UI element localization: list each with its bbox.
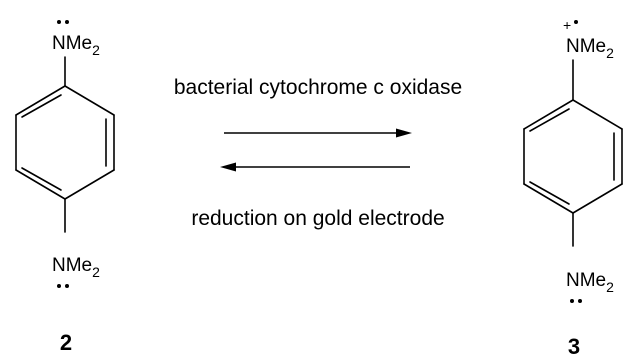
- compound-number-3: 3: [568, 334, 580, 358]
- equilibrium-arrows: bacterial cytochrome c oxidase reduction…: [174, 76, 462, 230]
- bottom-lone-pair-dots: [57, 284, 69, 288]
- compound-number-2: 2: [60, 330, 72, 355]
- top-amine-group: NMe2: [566, 36, 614, 61]
- top-lone-pair-dots: [57, 20, 69, 24]
- positive-charge: +: [563, 17, 571, 33]
- forward-reaction-label: bacterial cytochrome c oxidase: [174, 76, 462, 99]
- bottom-lone-pair-dots: [570, 299, 582, 303]
- bottom-amine-group: NMe2: [52, 255, 100, 280]
- bottom-amine-group: NMe2: [566, 270, 614, 295]
- reverse-reaction-label: reduction on gold electrode: [191, 207, 444, 230]
- reverse-arrow: [220, 162, 410, 172]
- molecule-2: NMe2 NMe2 2: [15, 20, 115, 355]
- benzene-ring: [15, 56, 115, 233]
- molecule-3: + NMe2 NMe2 3: [523, 17, 623, 358]
- quinoid-ring: [523, 59, 623, 247]
- top-amine-group: NMe2: [52, 33, 100, 58]
- forward-arrow: [224, 128, 412, 138]
- radical-dot: [574, 20, 578, 24]
